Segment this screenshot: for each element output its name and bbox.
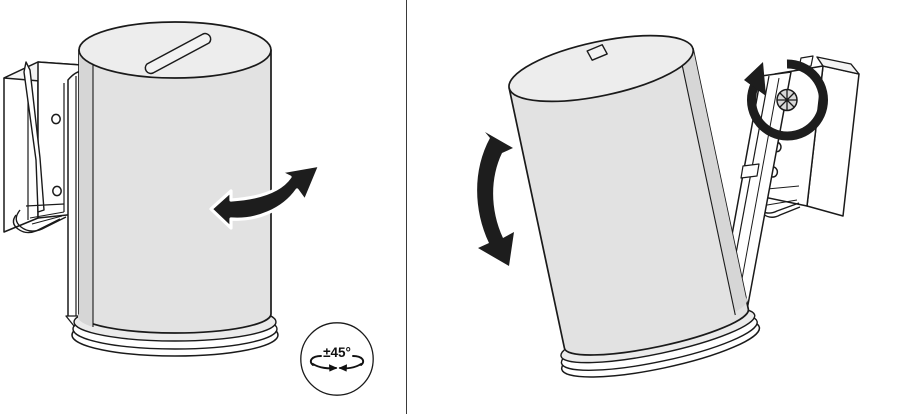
speaker-seam-right	[679, 55, 736, 316]
swivel-range-label: ±45°	[323, 345, 351, 360]
speaker-shade-right	[680, 52, 748, 313]
badge-arrowhead-left	[329, 364, 338, 372]
panel-divider	[406, 0, 408, 414]
panel-vertical-tilt: 0° -18°	[407, 0, 900, 414]
speaker-top-face	[508, 34, 695, 103]
badge-arrowhead-right	[338, 364, 347, 372]
badge-arc-right	[352, 355, 365, 366]
pivot-circular-arrow	[747, 59, 828, 141]
bracket-hole-lower	[52, 185, 62, 197]
rail-edge-b	[736, 77, 780, 307]
speaker-shade-left	[77, 54, 93, 327]
pivot-arrowhead	[744, 62, 766, 96]
horizontal-swivel-arrow	[209, 163, 322, 230]
speaker-rim-notch	[586, 44, 608, 61]
badge-arc-left	[309, 355, 322, 366]
speaker-body	[508, 48, 750, 356]
panel-horizontal-swivel: ±45°	[0, 0, 406, 414]
bracket-plate-top	[816, 56, 860, 75]
badge-circle	[300, 322, 374, 396]
horizontal-swivel-illustration	[3, 21, 322, 357]
bracket-wall-plate	[3, 61, 39, 233]
bracket-clip-bar	[25, 203, 65, 207]
bracket-clip-hatch	[29, 211, 65, 225]
tilt-arrow-shape	[477, 132, 514, 266]
speaker-touch-slot	[144, 32, 212, 75]
speaker-body	[78, 49, 272, 334]
vertical-tilt-illustration	[477, 34, 860, 378]
swivel-badge-graphic: ±45°	[300, 322, 374, 396]
bracket-clip-inner	[15, 209, 67, 232]
pivot-assembly	[744, 59, 828, 141]
swivel-arrow-shape	[209, 163, 322, 230]
bracket-strut	[23, 61, 45, 213]
bracket-clip-outer	[12, 214, 61, 234]
speaker-tilted	[508, 34, 761, 378]
bracket-hole-upper	[51, 113, 61, 125]
rail-slot	[740, 163, 760, 179]
speaker-upright	[71, 21, 279, 357]
swivel-range-badge: ±45°	[299, 321, 375, 397]
pivot-screw-cross	[777, 90, 797, 110]
vertical-tilt-arrow	[477, 132, 514, 266]
